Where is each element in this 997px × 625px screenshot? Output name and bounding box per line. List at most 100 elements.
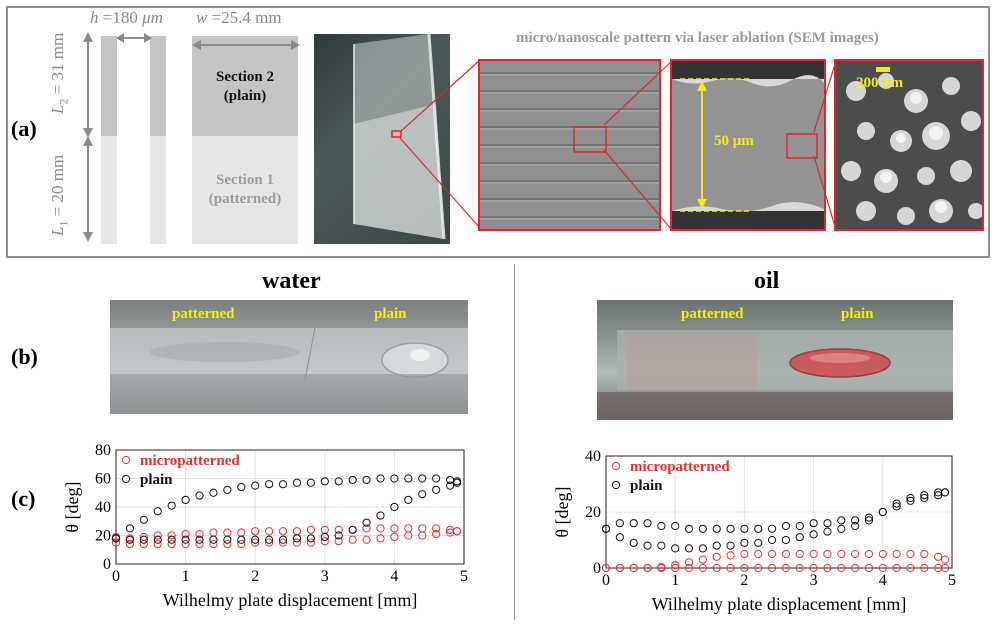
- oil-droplet-photo: patterned plain: [597, 300, 953, 420]
- side-strip-lower-left: [101, 136, 117, 244]
- oil-micropatterned-point: [906, 563, 915, 573]
- oil-micropatterned-point: [864, 563, 874, 573]
- water-plain-point: [348, 475, 357, 485]
- oil-plain-point: [837, 516, 846, 525]
- water-plain-point: [445, 481, 455, 490]
- water-micropatterned-point: [404, 524, 413, 533]
- oil-micropatterned-point: [726, 563, 735, 573]
- oil-plain-point: [864, 513, 874, 522]
- heading-water: water: [262, 268, 321, 294]
- water-micropatterned-point: [390, 524, 399, 533]
- oil-micropatterned-point: [740, 549, 749, 559]
- water-plain-point: [139, 515, 148, 524]
- water-y-tick-label: 80: [95, 442, 111, 459]
- water-plain-point: [362, 518, 371, 527]
- water-plain-point: [111, 534, 121, 543]
- oil-plain-label: plain: [841, 306, 874, 322]
- oil-micropatterned-point: [754, 549, 763, 559]
- oil-plain-point: [823, 519, 832, 528]
- oil-plain-point: [851, 516, 860, 525]
- water-micropatterned-point: [334, 525, 343, 534]
- length-dimension-arrows: [83, 32, 93, 242]
- oil-plain-point: [754, 524, 763, 533]
- side-strip-lower-right: [150, 136, 166, 244]
- oil-y-axis-label: θ [deg]: [552, 486, 572, 537]
- water-micropatterned-point: [390, 532, 399, 542]
- oil-micropatterned-point: [767, 549, 777, 559]
- water-plain-point: [153, 507, 162, 516]
- water-x-axis-label: Wilhelmy plate displacement [mm]: [163, 590, 418, 610]
- dimension-w: w =25.4 mm: [196, 8, 282, 27]
- oil-micropatterned-point: [809, 563, 818, 573]
- oil-micropatterned-point: [864, 549, 874, 559]
- oil-plain-point: [740, 538, 749, 547]
- water-x-tick-label: 5: [460, 568, 468, 585]
- water-plain-point: [292, 478, 302, 487]
- water-plain-point: [292, 534, 302, 543]
- oil-plain-point: [712, 541, 721, 550]
- oil-micropatterned-point: [684, 558, 694, 567]
- water-micropatterned-point: [362, 535, 371, 544]
- oil-axes-frame: [605, 455, 953, 569]
- oil-micropatterned-point: [878, 563, 887, 573]
- water-plain-point: [237, 535, 246, 544]
- water-plain-point: [139, 535, 148, 544]
- oil-micropatterned-point: [671, 563, 680, 573]
- panel-label-a: (a): [11, 116, 37, 141]
- oil-plain-point: [795, 521, 804, 531]
- water-plain-point: [376, 511, 385, 520]
- oil-plain-point: [726, 541, 735, 550]
- oil-y-tick-label: 0: [593, 560, 601, 577]
- oil-plain-point: [671, 544, 680, 553]
- oil-plain-point: [684, 524, 694, 533]
- water-plain-point: [251, 535, 260, 544]
- scale-50-um: 50 μm: [714, 133, 754, 149]
- water-plain-point: [278, 535, 288, 544]
- water-plain-point: [125, 535, 135, 544]
- water-micropatterned-point: [167, 531, 176, 540]
- oil-micropatterned-point: [712, 563, 721, 573]
- water-x-tick-label: 4: [390, 568, 398, 585]
- oil-plain-point: [657, 541, 666, 550]
- water-micropatterned-point: [153, 531, 162, 540]
- water-y-axis-label: θ [deg]: [62, 481, 82, 532]
- oil-plain-point: [906, 496, 915, 505]
- side-strip-upper-left: [101, 36, 117, 136]
- plate-photo: [314, 34, 450, 244]
- oil-plain-point: [809, 519, 818, 528]
- oil-plain-point: [740, 524, 749, 533]
- oil-micropatterned-point: [837, 563, 846, 573]
- oil-micropatterned-point: [698, 563, 707, 573]
- oil-plain-point: [823, 527, 832, 536]
- sem-image-nanostructure: 200 nm: [834, 59, 984, 231]
- water-plain-point: [432, 485, 441, 495]
- water-x-tick-label: 3: [321, 568, 329, 585]
- oil-micropatterned-point: [740, 563, 749, 573]
- water-micropatterned-point: [209, 539, 218, 549]
- water-micropatterned-point: [195, 529, 204, 539]
- water-plain-point: [348, 525, 357, 534]
- water-micropatterned-point: [139, 539, 148, 549]
- oil-plain-point: [781, 535, 791, 545]
- oil-plain-point: [601, 524, 611, 533]
- water-plain-point: [418, 490, 427, 499]
- water-micropatterned-point: [376, 524, 385, 533]
- water-plain-point: [306, 534, 315, 543]
- zoom-lines: [399, 59, 481, 229]
- oil-micropatterned-point: [823, 549, 832, 559]
- water-y-tick-label: 20: [95, 528, 111, 545]
- heading-oil: oil: [754, 268, 780, 294]
- oil-micropatterned-point: [878, 549, 887, 559]
- oil-micropatterned-point: [767, 563, 777, 573]
- water-droplet-image: [110, 327, 468, 414]
- oil-plain-point: [615, 533, 624, 542]
- water-legend-label-micropatterned: micropatterned: [140, 453, 240, 469]
- water-micropatterned-point: [139, 532, 148, 542]
- oil-plain-point: [657, 521, 666, 531]
- panel-a-frame: [6, 6, 990, 258]
- water-micropatterned-point: [452, 527, 462, 536]
- water-micropatterned-point: [223, 539, 232, 549]
- oil-micropatterned-point: [601, 563, 611, 573]
- section-1-patterned: Section 1 (patterned): [192, 136, 298, 244]
